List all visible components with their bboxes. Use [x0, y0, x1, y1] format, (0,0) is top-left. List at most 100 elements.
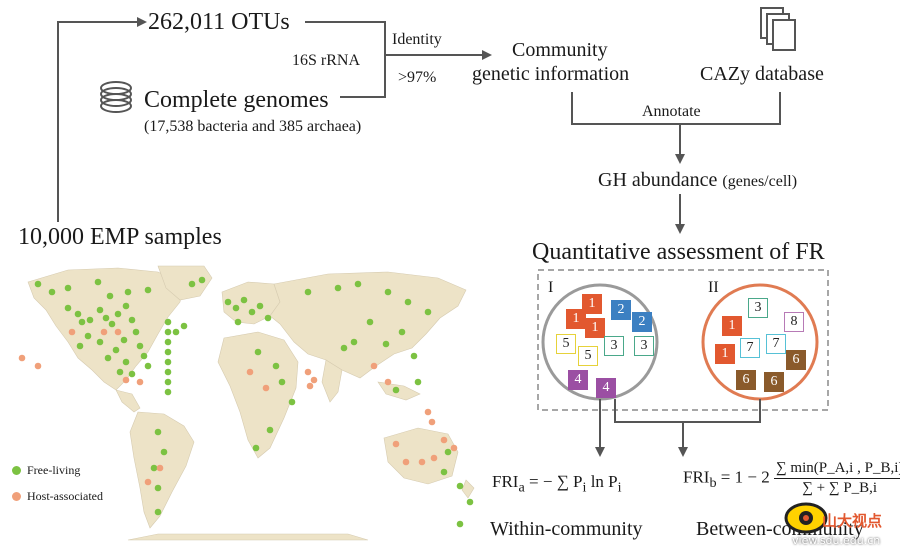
watermark-url: view.sdu.edu.cn — [792, 534, 881, 547]
free-living-point — [414, 378, 422, 386]
species-square-I: 5 — [556, 334, 576, 354]
frib-label: FRI — [683, 467, 710, 487]
free-living-point — [128, 316, 136, 324]
host-associated-point — [440, 436, 448, 444]
free-living-point — [104, 354, 112, 362]
free-living-point — [136, 342, 144, 350]
free-living-point — [122, 358, 130, 366]
free-living-point — [106, 292, 114, 300]
free-living-point — [150, 464, 158, 472]
watermark-text: 山大视点 — [822, 512, 883, 530]
free-living-point — [144, 286, 152, 294]
free-living-label: Free-living — [27, 463, 81, 477]
sample-points — [18, 276, 474, 528]
free-living-point — [384, 288, 392, 296]
free-living-point — [164, 368, 172, 376]
free-living-point — [424, 308, 432, 316]
free-living-point — [440, 468, 448, 476]
species-square-I: 5 — [578, 346, 598, 366]
host-associated-point — [304, 368, 312, 376]
host-associated-point — [122, 376, 130, 384]
species-square-I: 3 — [634, 336, 654, 356]
free-living-point — [234, 318, 242, 326]
host-associated-point — [430, 454, 438, 462]
free-living-point — [164, 358, 172, 366]
rrna-label: 16S rRNA — [292, 52, 361, 69]
free-living-point — [248, 308, 256, 316]
fria-ln-sub: i — [617, 479, 622, 496]
fria-sub: a — [518, 479, 525, 496]
host-associated-point — [144, 478, 152, 486]
species-square-I: 4 — [596, 378, 616, 398]
free-living-point — [456, 520, 464, 528]
host-associated-point — [306, 382, 314, 390]
gh-abundance: GH abundance (genes/cell) — [598, 170, 797, 190]
species-square-I: 2 — [611, 300, 631, 320]
legend-host-associated: Host-associated — [12, 489, 103, 504]
threshold-label: >97% — [398, 69, 437, 86]
fria-label: FRI — [492, 472, 519, 491]
free-living-point — [456, 482, 464, 490]
free-living-point — [122, 302, 130, 310]
host-associated-point — [370, 362, 378, 370]
free-living-point — [124, 288, 132, 296]
free-living-point — [164, 328, 172, 336]
host-associated-swatch — [12, 492, 21, 501]
cazy-label: CAZy database — [700, 63, 824, 85]
free-living-point — [392, 386, 400, 394]
otus-bracket — [305, 21, 386, 98]
genomes-title: Complete genomes — [144, 87, 329, 113]
free-living-point — [164, 318, 172, 326]
species-square-II: 1 — [715, 344, 735, 364]
free-living-point — [48, 288, 56, 296]
free-living-point — [398, 328, 406, 336]
frib-rhs: = 1 − 2 — [720, 467, 770, 487]
world-map — [8, 262, 478, 544]
host-associated-point — [100, 328, 108, 336]
free-living-point — [272, 362, 280, 370]
free-living-point — [164, 348, 172, 356]
annotate-bracket — [571, 92, 781, 125]
fria-ln: ln P — [586, 472, 618, 491]
fr-dashed-box — [537, 269, 829, 411]
host-associated-point — [68, 328, 76, 336]
frib-fraction: ∑ min(P_A,i , P_B,i) ∑ + ∑ P_B,i — [773, 460, 900, 497]
species-square-II: 3 — [748, 298, 768, 318]
species-square-II: 6 — [764, 372, 784, 392]
gh-unit: (genes/cell) — [722, 173, 798, 190]
host-associated-point — [392, 440, 400, 448]
legend-free-living: Free-living — [12, 463, 80, 478]
free-living-point — [240, 296, 248, 304]
free-living-point — [94, 278, 102, 286]
free-living-point — [64, 284, 72, 292]
genomes-detail: (17,538 bacteria and 385 archaea) — [144, 118, 362, 135]
free-living-point — [164, 378, 172, 386]
identity-label: Identity — [392, 31, 442, 48]
free-living-point — [232, 304, 240, 312]
species-square-II: 7 — [740, 338, 760, 358]
free-living-point — [404, 298, 412, 306]
community-label: Community — [512, 39, 608, 61]
free-living-point — [102, 314, 110, 322]
free-living-point — [164, 338, 172, 346]
free-living-point — [188, 280, 196, 288]
frib-denominator: ∑ + ∑ P_B,i — [802, 480, 878, 496]
free-living-point — [410, 352, 418, 360]
free-living-point — [224, 298, 232, 306]
host-associated-point — [262, 384, 270, 392]
free-living-point — [140, 352, 148, 360]
continents — [27, 265, 475, 541]
species-square-II: 6 — [736, 370, 756, 390]
free-living-point — [366, 318, 374, 326]
emp-to-otus-line — [57, 17, 147, 222]
free-living-point — [252, 444, 260, 452]
free-living-point — [120, 336, 128, 344]
host-associated-label: Host-associated — [27, 489, 103, 503]
free-living-point — [350, 338, 358, 346]
free-living-point — [266, 426, 274, 434]
free-living-point — [466, 498, 474, 506]
genetic-info-label: genetic information — [472, 63, 630, 85]
free-living-point — [116, 368, 124, 376]
species-square-I: 3 — [604, 336, 624, 356]
